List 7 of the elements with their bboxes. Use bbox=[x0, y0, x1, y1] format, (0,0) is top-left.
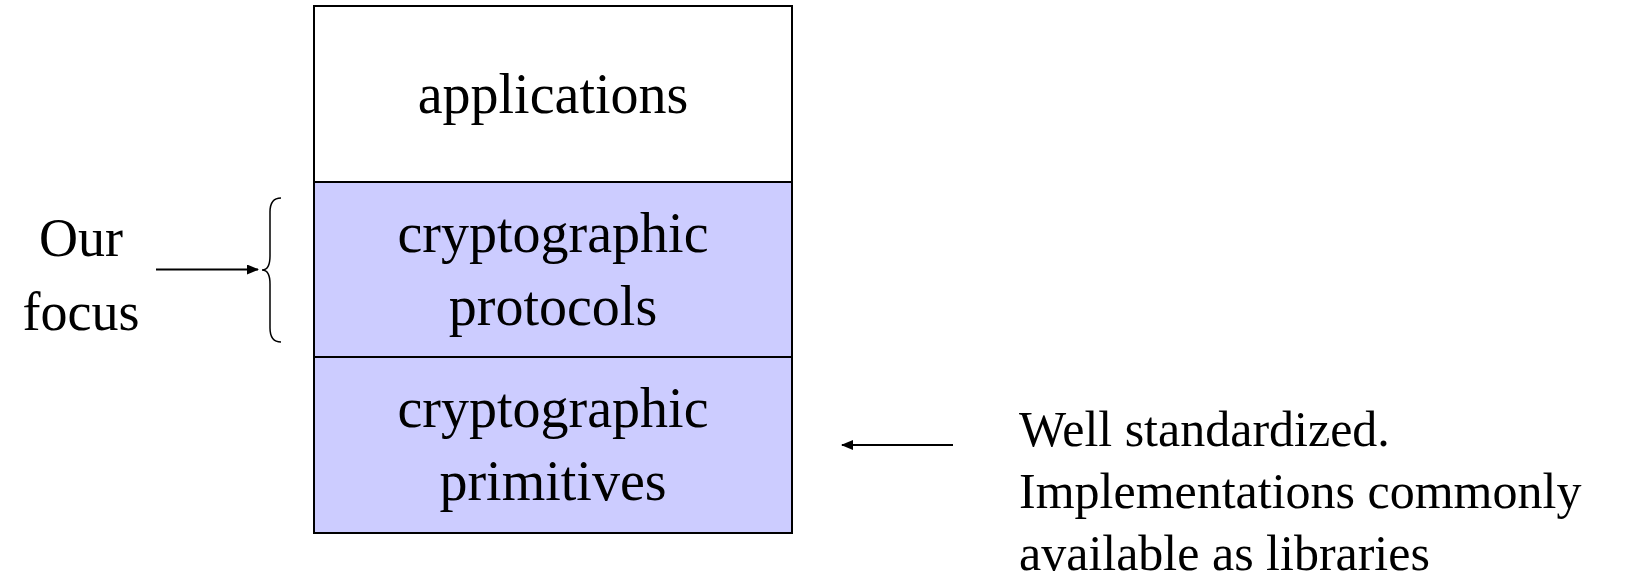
annotation-text: Our focus bbox=[8, 200, 154, 350]
arrow bbox=[841, 440, 954, 450]
layer-box: cryptographic protocols bbox=[313, 181, 793, 358]
arrow bbox=[155, 264, 259, 275]
layer-box: applications bbox=[313, 5, 793, 183]
layer-box: cryptographic primitives bbox=[313, 356, 793, 534]
annotation-text: Well standardized. Implementations commonly available as libraries bbox=[1019, 398, 1629, 584]
